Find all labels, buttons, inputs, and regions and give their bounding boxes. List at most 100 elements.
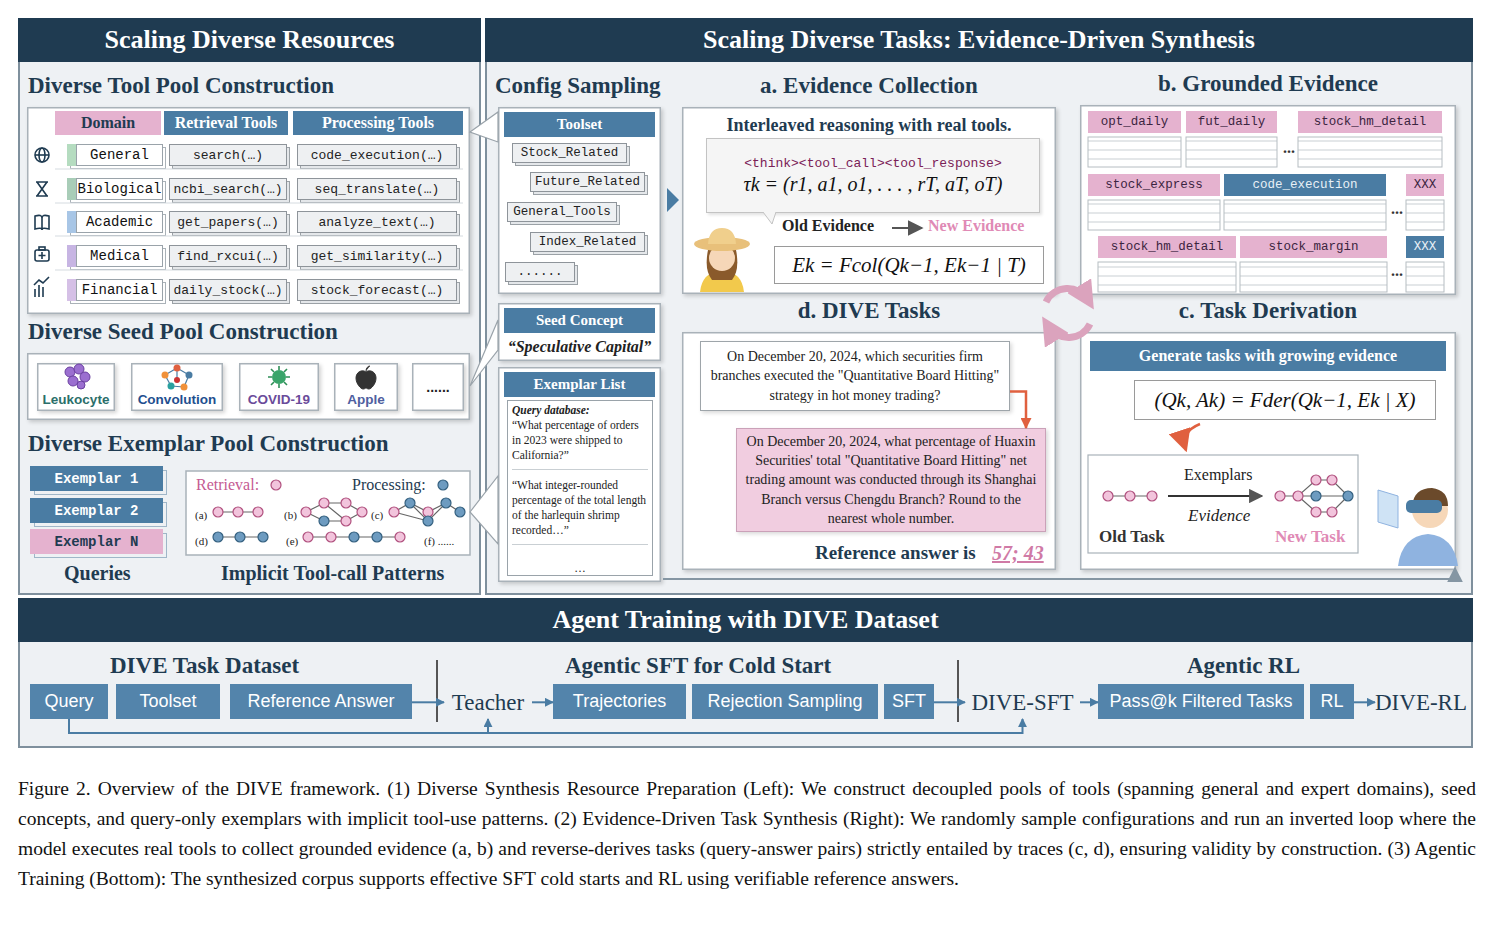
tool-pill: seq_translate(…) [297,178,457,200]
node-text: “What percentage of orders in 2023 were … [512,418,648,470]
tool-pill: find_rxcui(…) [169,245,287,267]
text-label: (c) [371,509,383,521]
process-button: Trajectories [553,684,686,719]
node-text: Future_Related [535,175,640,189]
connector-arrow [69,719,488,733]
text-label: Diverse Exemplar Pool Construction [28,431,389,456]
text-label: Reference answer is [815,542,976,563]
node-text: opt_daily [1101,115,1169,129]
query-list: Query database:“What percentage of order… [507,400,653,576]
label-holder: New Task [1275,527,1345,547]
text-label: Implicit Tool-call Patterns [221,562,444,584]
node-text: On December 20, 2024, which securities f… [708,347,1002,405]
text-label: Retrieval: [196,476,259,493]
text-label: Exemplars [1184,466,1252,483]
label-holder: (c) [371,505,383,523]
node-text: Apple [347,392,385,407]
label-holder: Config Sampling [495,73,661,99]
text-label: Queries [64,562,131,584]
node-text: analyze_text(…) [318,215,435,230]
label-holder: Exemplars [1184,466,1252,484]
tool-pill: get_similarity(…) [297,245,457,267]
node-text: Convolution [138,392,217,407]
data-button: Reference Answer [230,684,412,719]
exemplar-card: Exemplar 2 [30,498,163,523]
seed-concept-box: Seed Concept“Speculative Capital” [498,303,661,361]
panel: Scaling Diverse ResourcesDiverse Tool Po… [18,18,481,595]
node-text: Interleaved reasoning with real tools. [727,115,1012,136]
node-text: Agent Training with DIVE Dataset [18,598,1473,642]
node-text: stock_hm_detail [1111,240,1224,254]
node-text: stock_express [1105,178,1203,192]
text-label: Agentic SFT for Cold Start [565,653,831,678]
tool-pill: stock_forecast(…) [297,279,457,301]
domain-cell: General [67,144,163,166]
tool-pill: code_execution(…) [297,144,457,166]
tool-pill: search(…) [169,144,287,166]
label-holder: Old Evidence [782,217,874,235]
node-text: τk = (r1, a1, o1, . . . , rT, aT, oT) [744,173,1003,196]
node-text: Scaling Diverse Tasks: Evidence-Driven S… [485,18,1473,62]
text-label: Old Task [1099,527,1165,546]
node-text: code_execution [1252,178,1357,192]
node-text: Diverse Seed Pool Construction [28,317,470,347]
text-label: Agentic RL [1187,653,1300,678]
node-text: Exemplar List [504,372,655,397]
text-label: (b) [284,509,297,521]
formula-box: Ek = Fcol(Qk−1, Ek−1 | T) [774,246,1044,284]
label-holder: Agentic SFT for Cold Start [565,653,831,679]
node-text: <think><tool_call><tool_response> [744,156,1001,171]
text-label: (d) [195,535,208,547]
seed-card: Convolution [131,363,223,411]
node-text: search(…) [193,148,263,163]
node-text: Processing Tools [322,114,434,132]
connector-arrow [412,701,444,703]
question-bubble: On December 20, 2024, which securities f… [700,341,1010,411]
tasks-box: d. DIVE TasksOn December 20, 2024, which… [682,332,1056,570]
node-text: Pass@k Filtered Tasks [1110,691,1293,712]
label-holder: ... [1391,262,1403,280]
node-text: DIVE-RL [1375,690,1467,716]
text-label: ... [1391,200,1403,217]
seed-card: COVID-19 [239,363,319,411]
evidence-pill: XXX [1406,236,1444,258]
node-text: Stock_Related [521,146,619,160]
tool-pill: General_Tools [507,202,617,222]
model-label: DIVE-SFT [965,687,1080,719]
node-text: c. Task Derivation [1080,296,1456,326]
node-text: Rejection Sampling [707,691,862,712]
connector-arrow [532,701,553,703]
evidence-pill: opt_daily [1088,111,1181,133]
process-button: SFT [884,684,934,719]
node-text: stock_hm_detail [1314,115,1427,129]
label-holder: (d) [195,531,208,549]
node-text: Reference Answer [247,691,394,712]
text-label: (e) [286,535,298,547]
connector-arrow [69,719,1023,733]
text-label: Config Sampling [495,73,661,98]
text-label: (a) [195,509,207,521]
exemplar-list-box: Exemplar ListQuery database:“What percen… [498,367,661,582]
evidence-pill: fut_daily [1186,111,1277,133]
label-holder: 57; 43 [992,542,1044,565]
question-bubble: On December 20, 2024, what percentage of… [736,428,1046,532]
tool-pill: Index_Related [530,232,645,252]
label-holder: Queries [64,562,131,585]
domain-cell: Academic [67,211,163,233]
node-text: daily_stock(…) [173,283,282,298]
node-text: Index_Related [539,235,637,249]
process-button: RL [1310,684,1354,719]
figure-caption: Figure 2. Overview of the DIVE framework… [18,774,1476,894]
text-label: Processing: [352,476,426,493]
label-holder: (a) [195,505,207,523]
node-text: Generate tasks with growing evidence [1090,341,1446,371]
text-label: New Evidence [928,217,1024,234]
evidence-pill: stock_margin [1240,236,1387,258]
header-cell: Domain [55,111,161,135]
header-cell: Retrieval Tools [164,111,288,135]
node-text: ...... [517,265,562,279]
node-text: General_Tools [513,205,611,219]
node-text: Diverse Tool Pool Construction [28,71,470,101]
text-label: ... [1283,139,1295,156]
